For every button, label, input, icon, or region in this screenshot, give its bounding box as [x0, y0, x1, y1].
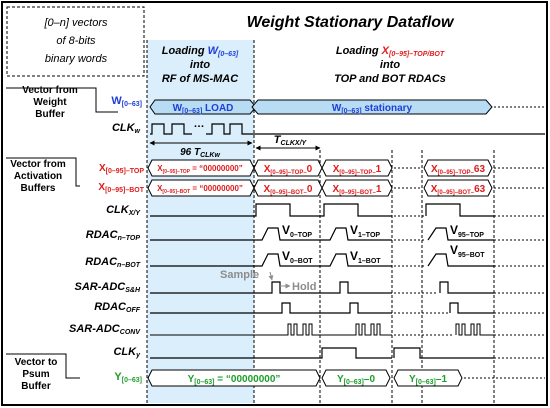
y-label-1: Y[0–63]–1 — [409, 374, 447, 386]
psum-group-line-3: Buffer — [21, 381, 51, 392]
note-line-3: binary words — [45, 53, 108, 65]
adc-conv-waveform — [150, 323, 494, 336]
clkw-ellipsis: … — [194, 118, 205, 130]
row-label-clky: CLKy — [113, 346, 141, 359]
w-stationary-bus — [251, 99, 493, 115]
xbot-bus-0 — [253, 179, 323, 197]
row-label-rdac-top: RDACn–TOP — [86, 229, 141, 242]
v-label-0-bot: V0–BOT — [282, 249, 313, 265]
phase-load-line-1: Loading W[0–63] — [162, 45, 239, 58]
xbot-init-label: X[0–95]–BOT = “00000000” — [157, 184, 243, 195]
hold-label: Hold — [292, 281, 316, 293]
w-stationary-label: W[0–63] stationary — [332, 103, 413, 115]
row-label-rdac-off: RDACOFF — [94, 301, 141, 314]
weight-group-line-2: Weight — [33, 97, 67, 108]
v-label-1-top: V1–TOP — [350, 223, 380, 239]
adc-sh-waveform — [150, 281, 494, 294]
note-line-2: of 8-bits — [56, 35, 96, 47]
y-init-label: Y[0–63] = “00000000” — [188, 374, 281, 386]
diagram-title: Weight Stationary Dataflow — [247, 14, 455, 31]
act-group-line-2: Activation — [14, 171, 62, 182]
sample-arrow — [268, 271, 274, 281]
sample-label: Sample — [220, 269, 259, 281]
load-phase-shade — [147, 40, 254, 403]
phase-load-line-2: into — [190, 59, 210, 71]
row-label-xbot: X[0–95]–BOT — [98, 182, 144, 194]
note-box — [6, 6, 145, 77]
phase-stationary-line-3: TOP and BOT RDACs — [334, 73, 446, 85]
xtop-init-label: X[0–95]–TOP = “00000000” — [157, 164, 242, 175]
y-bus-1 — [393, 369, 463, 387]
xbot-label-63: X[0–95]–BOT–63 — [431, 184, 486, 196]
row-label-w: W[0–63] — [111, 95, 142, 108]
txy-label: TCLKX/Y — [274, 134, 308, 147]
t96-label: 96 TCLKw — [180, 147, 220, 159]
xtop-bus-1 — [321, 159, 393, 177]
weight-group-line-1: Vector from — [22, 85, 78, 96]
xtop-init-bus — [147, 159, 255, 177]
psum-group-line-1: Vector to — [15, 357, 58, 368]
weight-group-bracket — [6, 87, 118, 113]
row-label-clkxy: CLKX/Y — [106, 204, 141, 217]
xbot-label-1: X[0–95]–BOT–1 — [333, 184, 382, 196]
psum-group-line-2: Psum — [22, 369, 49, 380]
y-label-0: Y[0–63]–0 — [337, 374, 375, 386]
xtop-label-63: X[0–95]–TOP–63 — [431, 164, 485, 176]
clky-waveform — [150, 347, 494, 359]
phase-stationary-line-2: into — [380, 59, 400, 71]
act-group-line-3: Buffers — [20, 183, 55, 194]
weight-group-line-3: Buffer — [35, 109, 65, 120]
v-label-95-bot: V95–BOT — [450, 243, 485, 259]
phase-load-line-3: RF of MS-MAC — [162, 73, 239, 85]
xtop-bus-0 — [253, 159, 323, 177]
clkxy-waveform — [150, 203, 494, 217]
row-label-y: Y[0–63] — [114, 371, 142, 384]
w-load-bus — [149, 99, 257, 115]
row-label-adc-conv: SAR-ADCCONV — [69, 323, 141, 336]
phase-stationary-line-1: Loading X[0–95]–TOP/BOT — [336, 45, 445, 58]
note-line-1: [0–n] vectors — [44, 17, 108, 29]
xtop-label-1: X[0–95]–TOP–1 — [333, 164, 382, 176]
row-label-rdac-bot: RDACn–BOT — [85, 256, 140, 269]
v-label-0-top: V0–TOP — [282, 223, 312, 239]
xtop-label-0: X[0–95]–TOP–0 — [264, 164, 313, 176]
y-init-bus — [147, 369, 321, 387]
row-label-xtop: X[0–95]–TOP — [99, 163, 144, 175]
rdac-off-waveform — [150, 302, 494, 314]
row-label-adc-sh: SAR-ADCS&H — [74, 281, 140, 294]
xtop-bus-63 — [423, 159, 493, 177]
v-label-1-bot: V1–BOT — [350, 249, 381, 265]
xbot-label-0: X[0–95]–BOT–0 — [264, 184, 313, 196]
rdac-bot-waveform — [150, 253, 494, 267]
xbot-bus-1 — [321, 179, 393, 197]
y-bus-0 — [321, 369, 391, 387]
xbot-bus-63 — [423, 179, 493, 197]
xbot-init-bus — [147, 179, 255, 197]
clkw-waveform — [150, 123, 545, 135]
psum-group-bracket — [6, 353, 80, 379]
act-group-line-1: Vector from — [10, 159, 66, 170]
act-group-bracket — [6, 157, 80, 187]
v-label-95-top: V95–TOP — [450, 223, 484, 239]
rdac-top-waveform — [150, 227, 494, 241]
w-load-label: W[0–63] LOAD — [173, 103, 234, 115]
row-label-clkw: CLKw — [112, 122, 141, 135]
